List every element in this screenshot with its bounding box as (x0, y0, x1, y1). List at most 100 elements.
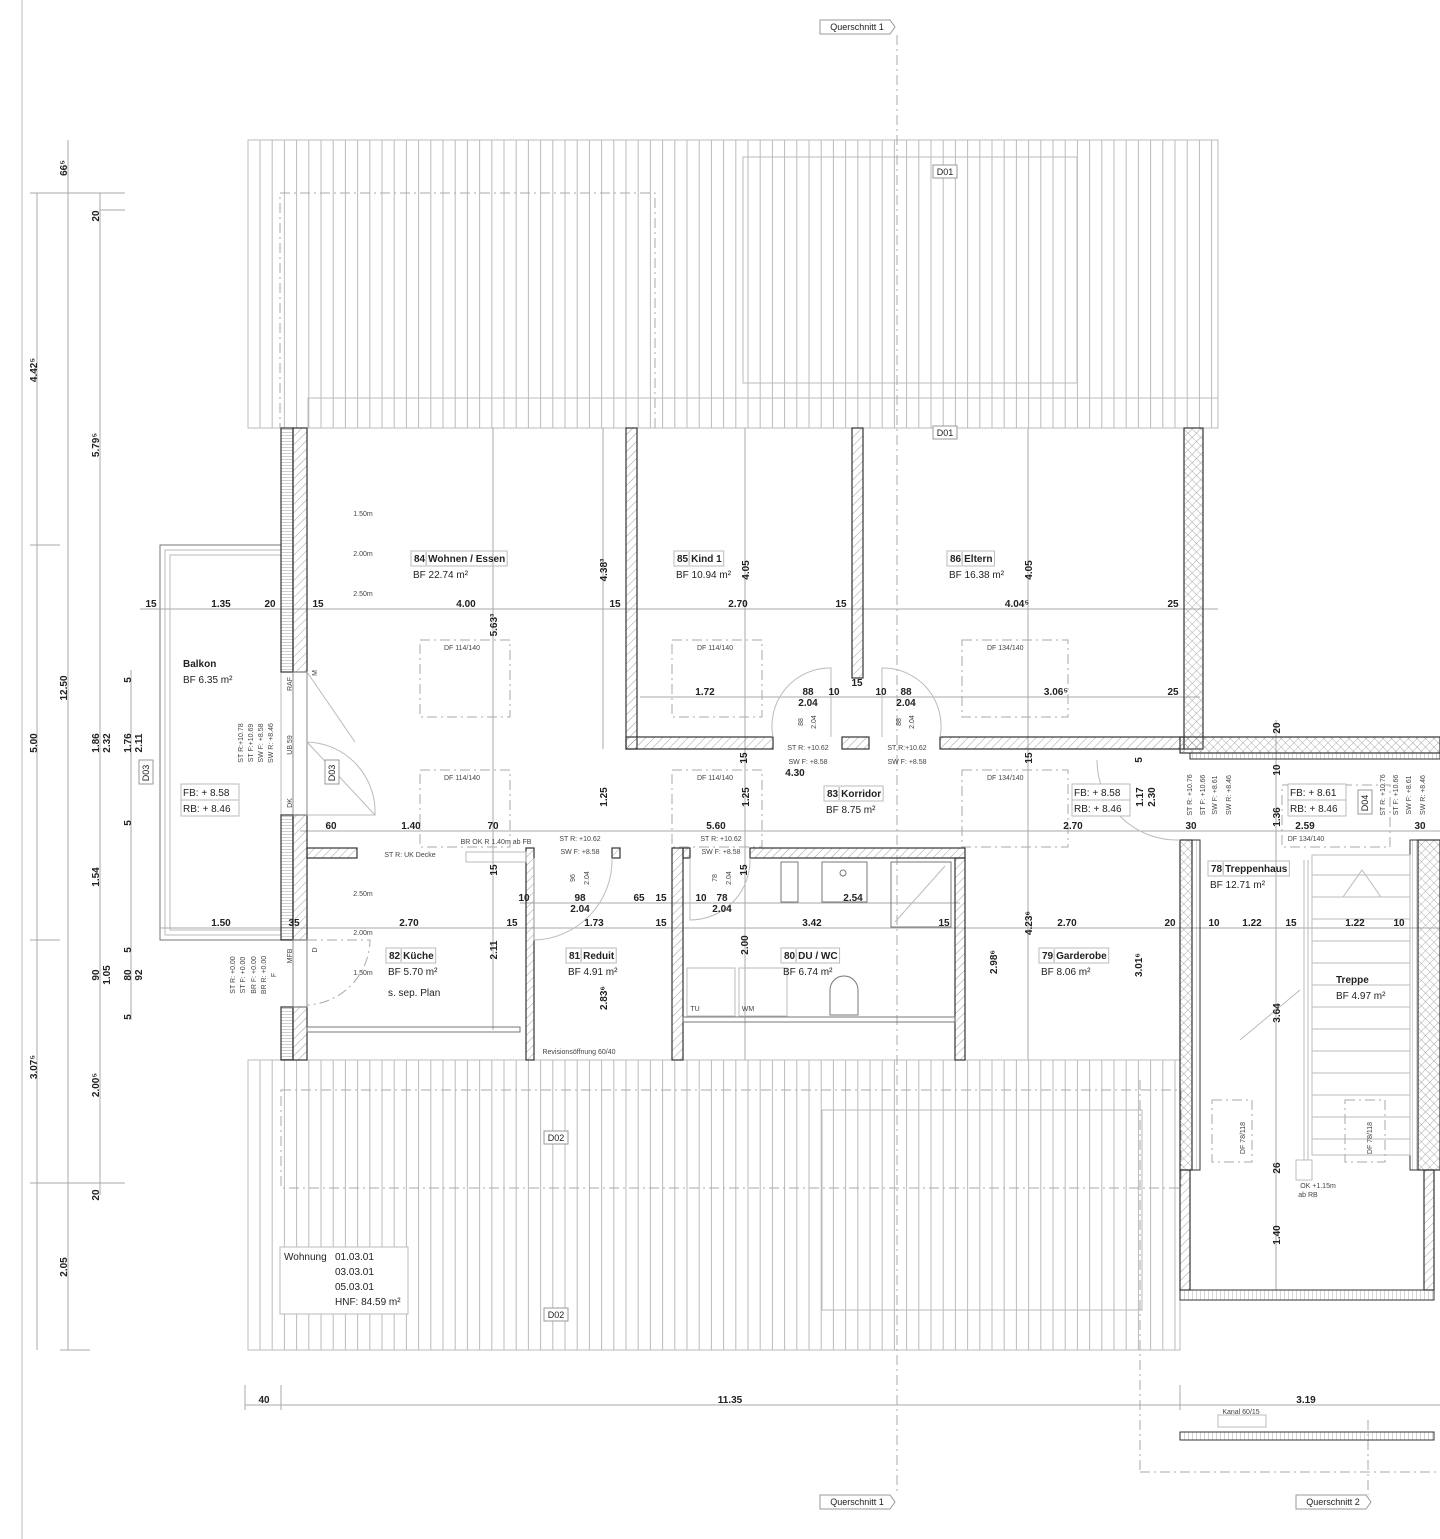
annotation-label: 88 (798, 718, 805, 726)
dimension-label: 20 (91, 210, 102, 222)
dimension-label: 2.00⁵ (91, 1073, 102, 1097)
annotation-label: WM (742, 1006, 755, 1013)
annotation-label: DF 114/140 (444, 775, 480, 782)
dimension-label: 10 (1393, 918, 1405, 929)
annotation-label: 96 (570, 874, 577, 882)
dimension-label: 2.83⁶ (599, 986, 610, 1010)
annotation-label: ST R: +10.76 (1187, 774, 1194, 815)
room-name: Treppenhaus (1225, 864, 1288, 875)
annotation-label: ST R: +10.62 (700, 836, 741, 843)
roof-windows (419, 639, 1391, 848)
dimension-label: 4.05 (741, 560, 752, 580)
dimension-label: 78 (716, 893, 728, 904)
room-area: BF 12.71 m² (1210, 880, 1266, 891)
annotation-label: MFB (287, 948, 294, 963)
room-number: 83 (827, 789, 839, 800)
dimension-label: 1.40 (401, 821, 421, 832)
bathroom-fixtures (686, 861, 952, 1017)
room-area: BF 4.97 m² (1336, 991, 1386, 1002)
dimension-label: 25 (1167, 687, 1179, 698)
door-tag: D03 (324, 759, 340, 785)
dimension-label: 1.36 (1272, 807, 1283, 827)
dimension-label: 2.70 (399, 918, 419, 929)
dimension-label: 3.01⁶ (1134, 953, 1145, 977)
dimension-label: 3.06⁵ (1044, 687, 1068, 698)
roof-window-outline (279, 192, 656, 429)
staircase (1211, 854, 1411, 1181)
dimension-label: 4.05 (1024, 560, 1035, 580)
annotation-label: 2.00m (353, 930, 373, 937)
dimension-label: 2.04 (570, 904, 590, 915)
annotation-label: DF 134/140 (1288, 836, 1325, 843)
annotation-label: ST R: +10.62 (787, 745, 828, 752)
dimension-label: 2.11 (489, 940, 500, 959)
room-name: Kind 1 (691, 554, 722, 565)
dimension-label: 35 (288, 918, 300, 929)
floor-level: FB: + 8.61 (1290, 788, 1337, 799)
annotation-label: ST R: +10.76 (1380, 774, 1387, 815)
room-number: 82 (389, 951, 401, 962)
annotation-label: 2.04 (584, 871, 591, 885)
dimension-label: 1.05 (102, 965, 113, 985)
annotation-label: 78 (712, 874, 719, 882)
dimension-label: 15 (739, 864, 750, 876)
room-area: BF 8.06 m² (1041, 967, 1091, 978)
raw-floor-level: RB: + 8.46 (1074, 804, 1122, 815)
room-name: Korridor (841, 789, 881, 800)
dimension-label: 90 (91, 969, 102, 981)
dimension-label: 15 (655, 918, 667, 929)
channel-bar (1179, 1431, 1435, 1441)
dimension-label: 30 (1414, 821, 1426, 832)
shower-icon (890, 861, 952, 928)
dimension-label: 15 (1024, 752, 1035, 764)
dimension-label: 2.98⁶ (989, 950, 1000, 974)
annotation-label: 1.50m (353, 511, 373, 518)
dimension-label: 20 (1164, 918, 1176, 929)
dimension-label: 4.04⁵ (1005, 599, 1029, 610)
dimension-label: 20 (264, 599, 276, 610)
dimension-label: 1.50 (211, 918, 231, 929)
room-area: BF 6.35 m² (183, 675, 233, 686)
annotation-label: 2.04 (909, 715, 916, 729)
dimension-label: 2.11 (134, 733, 145, 752)
room-number: 81 (569, 951, 581, 962)
dimension-label: 5 (1134, 757, 1145, 763)
room-name: Wohnen / Essen (428, 554, 505, 565)
annotation-label: ST F: +10.66 (1393, 775, 1400, 816)
dimension-label: 20 (91, 1189, 102, 1201)
dimension-label: 15 (835, 599, 847, 610)
annotation-label: 1.50m (353, 970, 373, 977)
annotation-label: SW F: +8.58 (701, 849, 740, 856)
annotation-label: Revisionsöffnung 60/40 (542, 1049, 615, 1056)
annotation-label: SW F: +8.58 (560, 849, 599, 856)
annotation-label: SW F: +8.61 (1406, 775, 1413, 814)
hnf-area: HNF: 84.59 m² (335, 1297, 401, 1308)
annotation-label: M (312, 670, 319, 676)
annotation-label: DF 78/118 (1367, 1122, 1374, 1154)
annotation-label: DF 114/140 (697, 775, 733, 782)
roof-area-bottom (247, 1059, 1181, 1351)
room-area: BF 4.91 m² (568, 967, 618, 978)
section-marker-label: Querschnitt 2 (1306, 1497, 1360, 1507)
room-area: BF 16.38 m² (949, 570, 1005, 581)
dimension-label: 2.30 (1147, 787, 1158, 807)
dormer-outline-bottom (821, 1109, 1143, 1311)
dimension-label: 2.59 (1295, 821, 1315, 832)
annotation-label: 88 (896, 718, 903, 726)
room-area: BF 5.70 m² (388, 967, 438, 978)
dimension-label: 15 (312, 599, 324, 610)
dryer-icon (686, 967, 736, 1017)
room-number: 78 (1211, 864, 1223, 875)
annotation-label: 2.04 (811, 715, 818, 729)
annotation-label: DF 78/118 (1240, 1122, 1247, 1154)
dimension-label: 65 (633, 893, 645, 904)
door-tag: D02 (543, 1307, 569, 1322)
